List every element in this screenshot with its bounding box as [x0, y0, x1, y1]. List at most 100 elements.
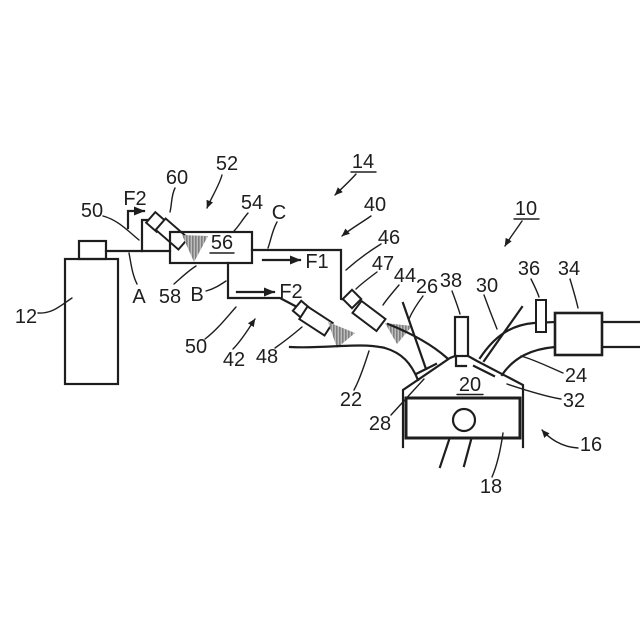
- leader-18: [491, 432, 504, 478]
- engine-cylinder: [401, 315, 525, 469]
- injector-44: [341, 288, 387, 333]
- intake-runner-lower-wall: [288, 344, 420, 382]
- catalytic-converter-34: [553, 311, 604, 357]
- leader-40: [341, 215, 372, 237]
- ref-label-44: 44: [394, 265, 416, 287]
- leader-b: [205, 280, 227, 292]
- exhaust-sensor-36: [535, 299, 547, 333]
- leader-10: [504, 220, 523, 247]
- plug-boss-bracket: [454, 354, 468, 368]
- leader-32: [506, 383, 562, 400]
- injector-48: [291, 299, 335, 337]
- reference-labels: 12 50 F2 60 52 54 C 56 A 58 B 50 42 48 F…: [15, 151, 602, 498]
- ref-label-30: 30: [476, 275, 498, 297]
- label-underlines: [209, 171, 540, 396]
- injector-60: [144, 210, 190, 251]
- spark-plug-38: [453, 315, 470, 358]
- leader-14: [334, 173, 357, 196]
- ref-label-47: 47: [372, 253, 394, 275]
- leader-58: [173, 265, 197, 285]
- ref-label-a: A: [132, 286, 146, 308]
- engine-left-wall: [401, 354, 457, 449]
- leader-30: [483, 294, 498, 330]
- ref-label-18: 18: [480, 476, 502, 498]
- ref-label-40: 40: [364, 194, 386, 216]
- ref-label-32: 32: [563, 390, 585, 412]
- spray-cone-48: [328, 322, 355, 348]
- piston: [404, 396, 522, 440]
- leader-46: [345, 243, 382, 271]
- ref-label-38: 38: [440, 270, 462, 292]
- leader-a: [128, 252, 138, 285]
- leader-54: [233, 212, 249, 232]
- leader-50b: [204, 306, 237, 340]
- ref-label-26: 26: [416, 276, 438, 298]
- leader-26: [408, 295, 424, 320]
- ref-label-16: 16: [580, 434, 602, 456]
- leader-34: [569, 278, 579, 309]
- leader-c: [267, 221, 278, 249]
- ref-label-c: C: [272, 202, 286, 224]
- ref-label-56: 56: [211, 232, 233, 254]
- ref-label-b: B: [190, 284, 203, 306]
- fuel-tank-neck: [77, 239, 108, 261]
- leader-38: [451, 290, 461, 315]
- intake-valve-stem: [401, 301, 428, 371]
- piston-pin: [451, 407, 477, 433]
- leader-36: [530, 278, 540, 298]
- leader-12: [37, 297, 73, 314]
- leader-42: [232, 318, 256, 350]
- leader-60: [169, 187, 176, 213]
- ref-label-52: 52: [216, 153, 238, 175]
- fuel-tank: [63, 239, 120, 386]
- ref-label-46: 46: [378, 227, 400, 249]
- ref-label-36: 36: [518, 258, 540, 280]
- fuel-tank-body: [63, 257, 120, 386]
- injector-47-connector: [341, 288, 363, 310]
- spray-cone-44: [385, 323, 412, 344]
- ref-label-50a: 50: [81, 200, 103, 222]
- leader-28: [390, 378, 425, 416]
- ref-label-24: 24: [565, 365, 587, 387]
- ref-label-f2-branch: F2: [279, 281, 302, 303]
- connecting-rod-line-2: [462, 438, 473, 468]
- leader-22: [353, 350, 370, 391]
- exhaust-pipe-lower-wall: [500, 345, 557, 377]
- ref-label-14: 14: [352, 151, 374, 173]
- injector-44-body: [351, 299, 387, 333]
- exhaust-valve-head: [472, 364, 496, 378]
- ref-label-12: 12: [15, 306, 37, 328]
- leader-52: [206, 174, 223, 209]
- ref-label-28: 28: [369, 413, 391, 435]
- leader-44: [382, 284, 400, 306]
- flow-arrow-f2-left: [126, 206, 146, 230]
- ref-label-20: 20: [459, 374, 481, 396]
- leader-24: [520, 355, 564, 374]
- ref-label-10: 10: [515, 198, 537, 220]
- ref-label-f1: F1: [305, 251, 328, 273]
- ref-label-42: 42: [223, 349, 245, 371]
- connecting-rod-line-1: [438, 438, 451, 469]
- spray-cone-58: [182, 235, 208, 262]
- leader-16: [541, 429, 579, 449]
- injector-48-body: [297, 305, 335, 337]
- intake-valve-head: [414, 362, 438, 376]
- ref-label-48: 48: [256, 346, 278, 368]
- intake-runner-upper-wall: [386, 322, 449, 360]
- branch-b-line: [226, 261, 299, 309]
- ref-label-60: 60: [166, 167, 188, 189]
- engine-right-wall: [466, 354, 525, 449]
- leader-48: [274, 326, 303, 349]
- leader-47: [355, 271, 378, 290]
- exhaust-pipe-upper-wall: [478, 320, 557, 360]
- ref-label-58: 58: [159, 286, 181, 308]
- ref-label-22: 22: [340, 389, 362, 411]
- ref-label-34: 34: [558, 258, 580, 280]
- leader-50a: [102, 215, 140, 241]
- ref-label-50b: 50: [185, 336, 207, 358]
- mixer-box: [168, 230, 254, 265]
- ref-label-f2-left: F2: [123, 188, 146, 210]
- injector-60-body: [154, 217, 190, 251]
- ref-label-54: 54: [241, 192, 263, 214]
